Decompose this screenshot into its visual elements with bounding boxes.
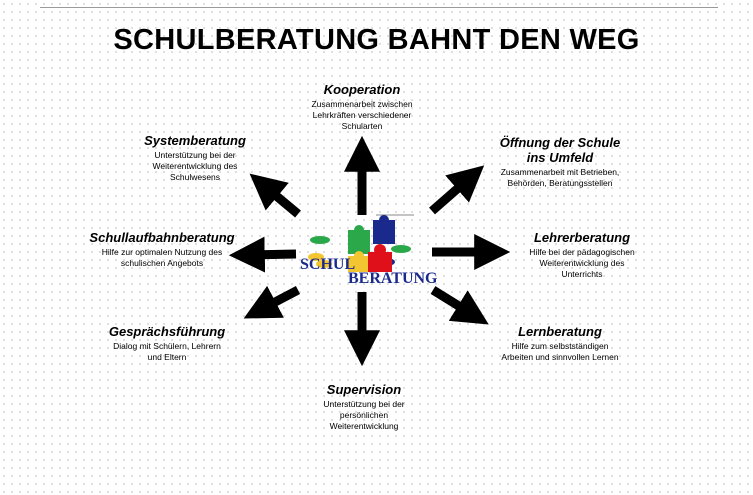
node-title: Lernberatung xyxy=(518,324,602,339)
node-title-2: ins Umfeld xyxy=(526,150,594,165)
logo-text-beratung: BERATUNG xyxy=(348,270,438,287)
node-title: Kooperation xyxy=(323,82,401,97)
schulberatung-logo: SCHUL BERATUNG xyxy=(296,212,438,292)
arrow-up-left xyxy=(249,173,301,218)
node-text: Unterrichts xyxy=(561,269,603,279)
top-divider xyxy=(40,7,718,8)
node-title: Lehrerberatung xyxy=(533,230,631,245)
logo-text-schul: SCHUL xyxy=(300,256,356,273)
node-text: Unterstützung bei der xyxy=(323,399,405,409)
arrow-down-left xyxy=(243,285,301,319)
node-text: und Eltern xyxy=(147,352,187,362)
puzzle-icon xyxy=(308,214,414,272)
node-text: Schulwesens xyxy=(169,172,221,182)
arrow-left xyxy=(228,236,297,273)
node-text: Zusammenarbeit mit Betrieben, xyxy=(500,167,620,177)
node-text: Weiterentwicklung xyxy=(329,421,399,431)
node-title: Schullaufbahnberatung xyxy=(89,230,235,245)
node-text: Hilfe zum selbstständigen xyxy=(511,341,609,351)
node-title: Gesprächsführung xyxy=(108,324,226,339)
node-schullaufbahnberatung: Schullaufbahnberatung Hilfe zur optimale… xyxy=(89,230,234,269)
node-gespraechsfuehrung: Gesprächsführung Dialog mit Schülern, Le… xyxy=(109,324,225,363)
node-text: Lehrkräften verschiedener xyxy=(312,110,412,120)
arrow-down-right xyxy=(430,286,489,325)
node-title: Systemberatung xyxy=(144,133,246,148)
arrow-up-right xyxy=(429,165,485,215)
node-text: Schularten xyxy=(341,121,383,131)
node-text: Zusammenarbeit zwischen xyxy=(311,99,413,109)
node-text: Behörden, Beratungsstellen xyxy=(507,178,613,188)
node-title: Öffnung der Schule xyxy=(499,135,621,150)
node-title: Supervision xyxy=(326,382,402,397)
node-text: Arbeiten und sinnvollen Lernen xyxy=(501,352,619,362)
node-text: Dialog mit Schülern, Lehrern xyxy=(113,341,221,351)
node-text: Hilfe bei der pädagogischen xyxy=(529,247,635,257)
page-title: SCHULBERATUNG BAHNT DEN WEG xyxy=(113,24,640,56)
node-text: Weiterentwicklung des xyxy=(152,161,238,171)
node-text: persönlichen xyxy=(339,410,389,420)
node-text: Hilfe zur optimalen Nutzung des xyxy=(101,247,223,257)
node-text: Unterstützung bei der xyxy=(154,150,236,160)
node-lehrerberatung: Lehrerberatung Hilfe bei der pädagogisch… xyxy=(529,230,634,280)
node-text: Weiterentwicklung des xyxy=(539,258,625,268)
node-text: schulischen Angebots xyxy=(120,258,204,268)
